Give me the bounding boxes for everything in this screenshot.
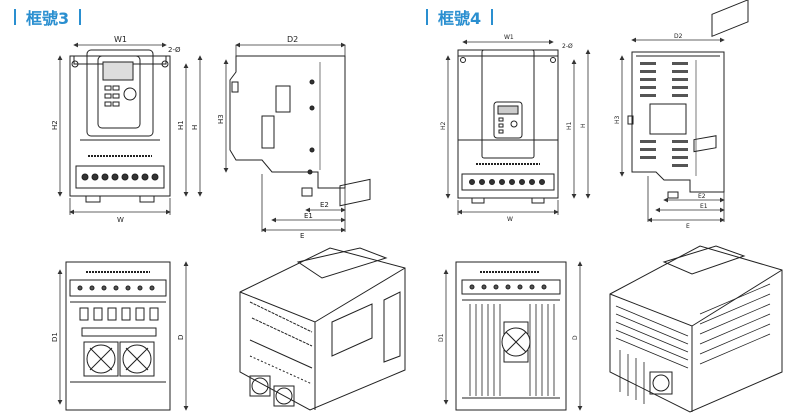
dim-h2: H2: [440, 121, 447, 130]
header-bar-right: [79, 9, 82, 25]
header-bar-right: [491, 9, 494, 25]
frame4-front-dims: [445, 39, 591, 215]
dim-e2: E2: [698, 193, 706, 200]
dim-hole: 2-Ø: [562, 43, 573, 50]
header-bar-left: [426, 9, 428, 25]
frame4-isometric-view: [609, 0, 783, 413]
frame3-bottom-dims: [57, 261, 189, 411]
dim-h: H: [191, 125, 199, 130]
frame4-side-dims: [619, 37, 725, 223]
dim-d2: D2: [287, 35, 298, 44]
dim-hole: 2-Ø: [168, 46, 181, 54]
dim-w1: W1: [504, 34, 514, 41]
frame4-side-view: [627, 51, 725, 199]
frame3-front-view: [69, 49, 171, 203]
dim-h1: H1: [177, 120, 185, 130]
frame3-front-dims: [57, 42, 203, 215]
frame4-bottom-view: [455, 261, 567, 411]
dim-w: W: [507, 216, 513, 223]
dim-d: D: [177, 335, 185, 340]
frame4-header: 框號4: [416, 6, 503, 28]
dim-d: D: [572, 335, 579, 340]
frame3-title: 框號3: [26, 9, 70, 28]
frame4-front-view: [457, 49, 559, 204]
dim-e1: E1: [304, 212, 313, 220]
frame3-isometric-view: [239, 178, 406, 411]
frame3-header: 框號3: [4, 6, 91, 28]
dim-e1: E1: [700, 203, 708, 210]
dim-w1: W1: [114, 35, 127, 44]
frame3-side-view: [229, 55, 346, 197]
dim-e: E: [686, 223, 690, 230]
dim-d1: D1: [51, 332, 59, 342]
dim-h3: H3: [217, 114, 225, 124]
frame3-side-dims: [223, 42, 346, 233]
header-bar-left: [14, 9, 16, 25]
dim-h3: H3: [614, 115, 621, 124]
dim-h: H: [580, 123, 587, 128]
frame3-bottom-view: [65, 261, 171, 411]
dim-h1: H1: [566, 121, 573, 130]
dim-d1: D1: [438, 333, 445, 342]
dim-d2: D2: [674, 33, 683, 40]
dim-e: E: [300, 232, 304, 240]
frame4-bottom-dims: [443, 261, 583, 411]
frame4-title: 框號4: [438, 9, 482, 28]
dim-e2: E2: [320, 201, 329, 209]
dim-h2: H2: [51, 120, 59, 130]
dim-w: W: [117, 216, 124, 224]
